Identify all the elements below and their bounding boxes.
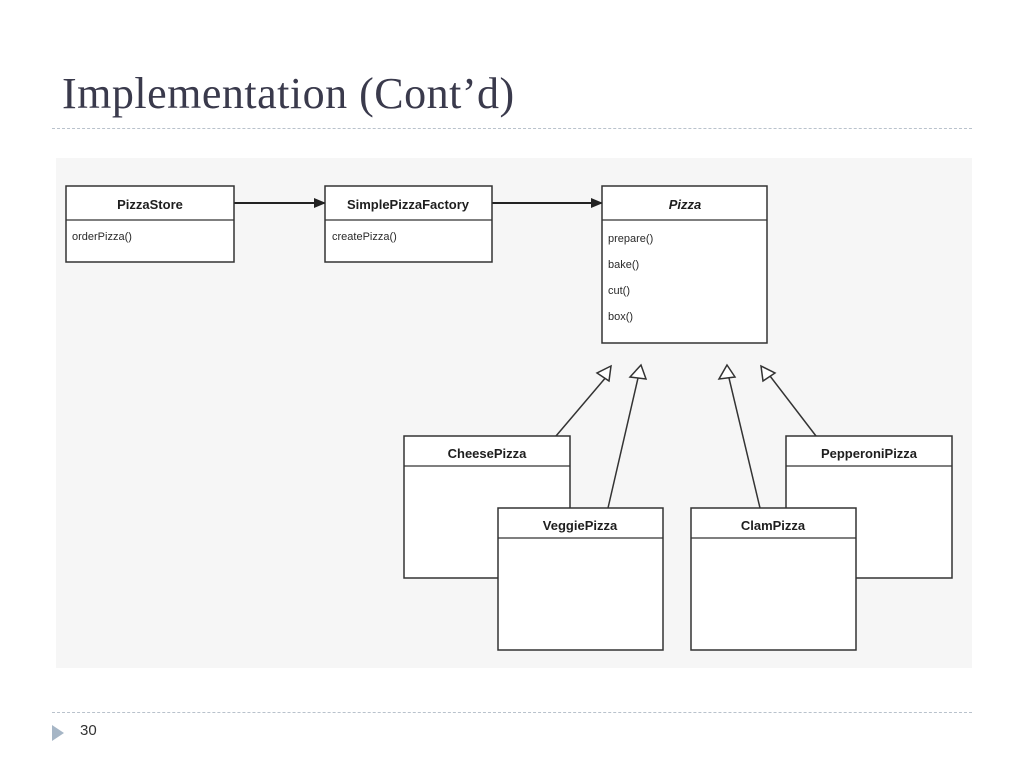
class-veggiepizza: VeggiePizza	[497, 507, 664, 651]
generalization-cheese	[555, 375, 608, 437]
class-name: VeggiePizza	[543, 518, 618, 533]
class-pizzastore: PizzaStore orderPizza()	[65, 185, 235, 263]
footer-triangle-icon	[52, 725, 64, 741]
footer-divider	[52, 712, 972, 713]
method-prepare: prepare()	[608, 233, 653, 245]
class-pizza: Pizza prepare() bake() cut() box()	[601, 185, 768, 344]
method-bake: bake()	[608, 259, 639, 271]
class-name: CheesePizza	[448, 446, 528, 461]
class-name: SimplePizzaFactory	[347, 197, 470, 212]
class-pepperonipizza: PepperoniPizza	[785, 435, 953, 579]
class-name: ClamPizza	[741, 518, 806, 533]
generalization-veggie	[607, 377, 639, 509]
generalization-head-veggie	[628, 363, 648, 380]
class-name: PepperoniPizza	[821, 446, 918, 461]
method-createpizza: createPizza()	[332, 231, 397, 243]
generalization-head-pepperoni	[760, 364, 777, 383]
method-cut: cut()	[608, 285, 630, 297]
class-name: Pizza	[669, 197, 702, 212]
slide-title: Implementation (Cont’d)	[62, 69, 515, 118]
generalization-head-clam	[717, 363, 737, 380]
page-number: 30	[80, 722, 97, 739]
class-clampizza: ClamPizza	[690, 507, 857, 651]
method-orderpizza: orderPizza()	[72, 231, 132, 243]
generalization-head-cheese	[595, 364, 612, 383]
method-box: box()	[608, 311, 633, 323]
generalization-pepperoni	[769, 375, 817, 437]
class-name: PizzaStore	[117, 197, 183, 212]
class-simplepizzafactory: SimplePizzaFactory createPizza()	[324, 185, 493, 263]
generalization-clam	[728, 377, 761, 509]
title-divider	[52, 128, 972, 129]
